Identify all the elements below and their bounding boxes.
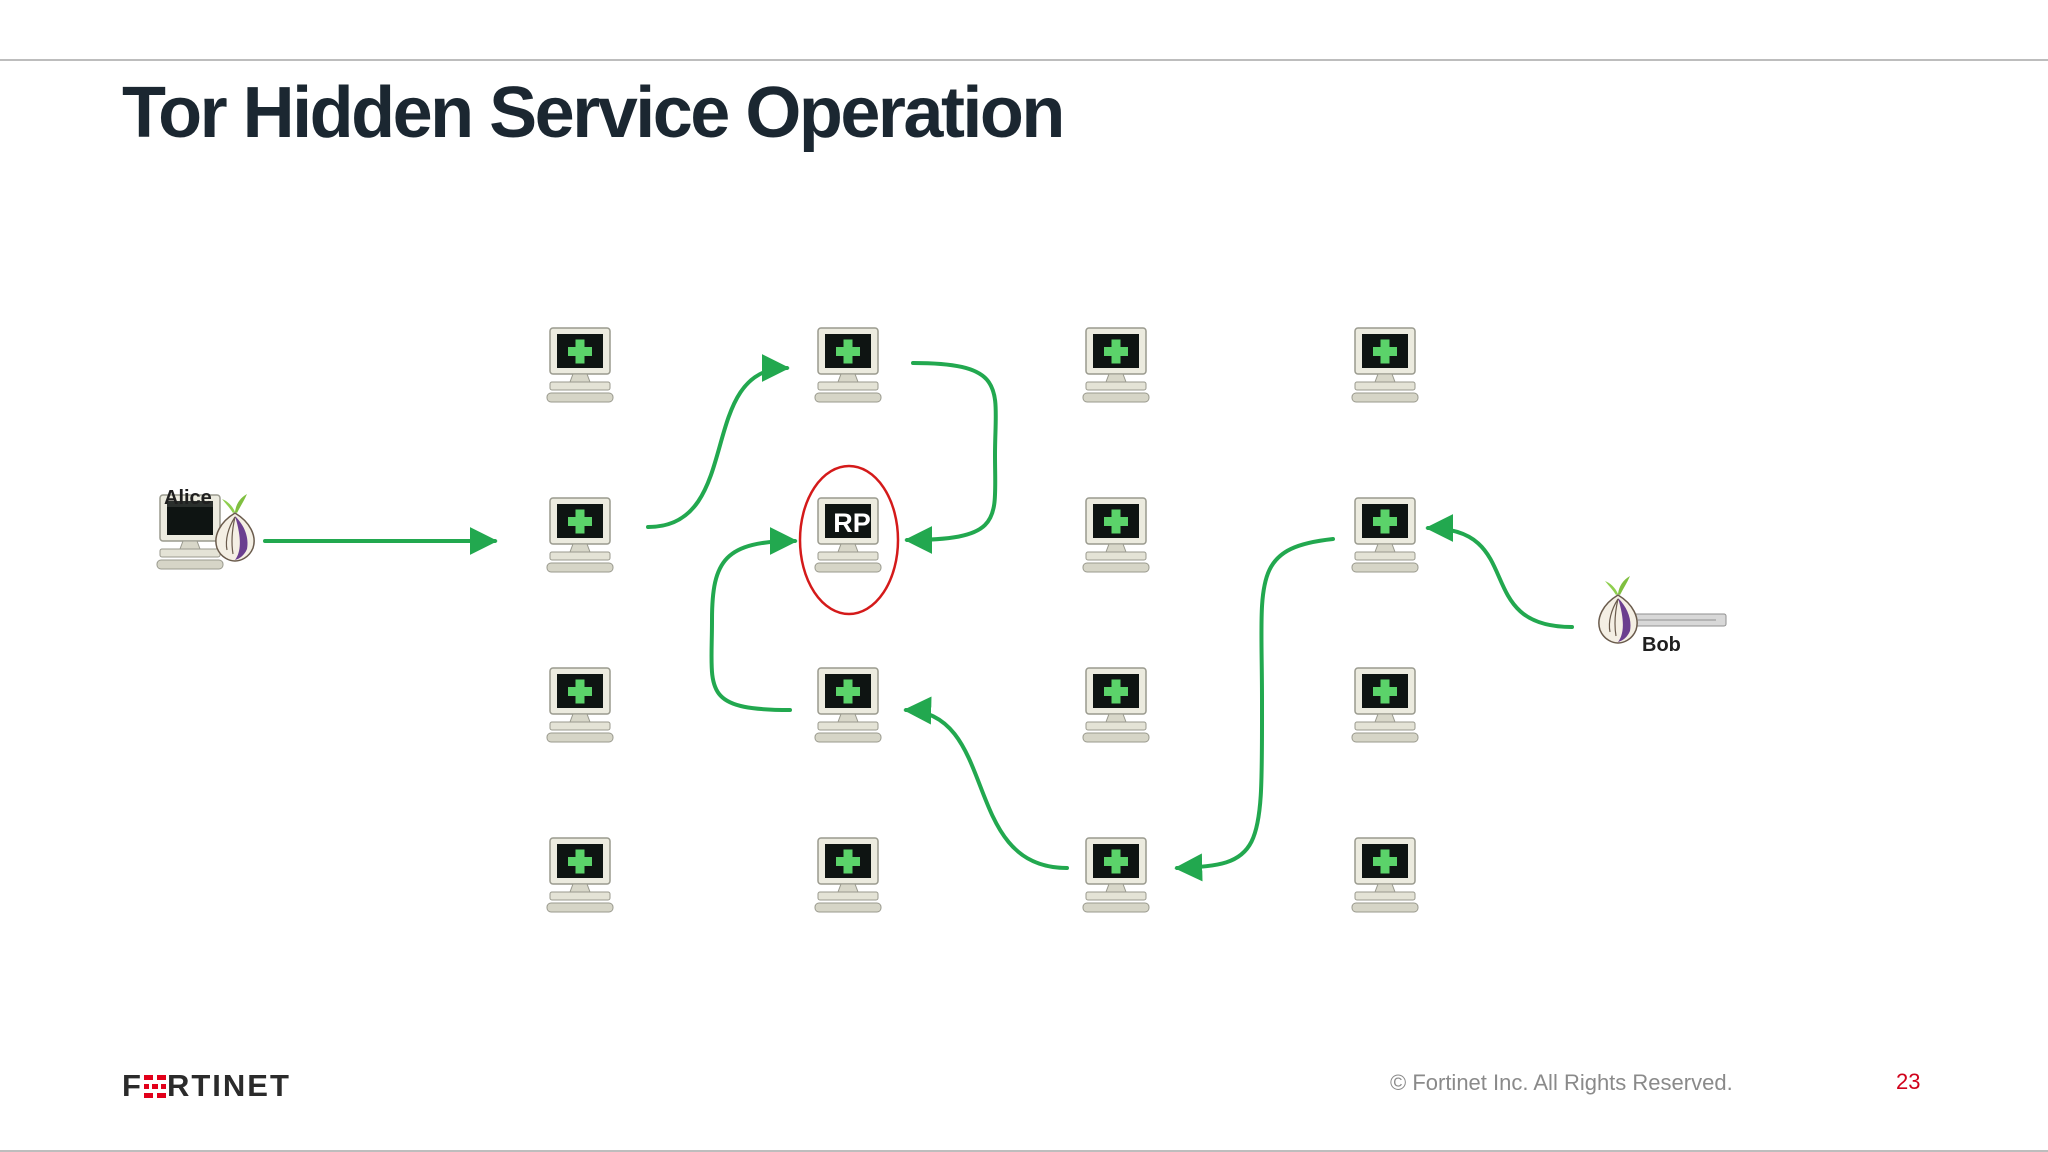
- rendezvous-point: RP: [798, 464, 900, 616]
- relay-computer-icon: [1352, 838, 1418, 912]
- relay-computer-icon: [547, 668, 613, 742]
- alice-computer: [156, 494, 224, 570]
- arrow-bob-to-relay: [1425, 514, 1574, 629]
- alice-label: Alice: [164, 487, 212, 509]
- top-divider: [0, 59, 2048, 61]
- rendezvous-computer-icon: [814, 497, 882, 573]
- bob-server: [1598, 575, 1727, 644]
- relay-computer-icon: [815, 328, 881, 402]
- relay-computer-icon: [1352, 668, 1418, 742]
- logo-mark-icon: [143, 1075, 166, 1098]
- relay-computer-icon: [1083, 328, 1149, 402]
- arrow-relay-to-lower-relay: [1174, 537, 1335, 882]
- circuit-arrows: [263, 354, 1574, 882]
- rendezvous-circle: [798, 464, 900, 616]
- arrow-entry-to-middle: [646, 354, 790, 529]
- bob-label: Bob: [1642, 634, 1681, 656]
- relay-computer-icon: [547, 328, 613, 402]
- relay-computer-icon: [1352, 328, 1418, 402]
- relay-computer-icon: [547, 498, 613, 572]
- bottom-divider: [0, 1150, 2048, 1152]
- arrow-middle-to-rendezvous: [904, 361, 998, 554]
- bob-tor-onion-icon: [1598, 575, 1638, 644]
- alice-tor-onion-icon: [215, 493, 255, 562]
- arrow-lower-relay-to-relay: [903, 696, 1069, 870]
- relay-computer-icon: [547, 838, 613, 912]
- relay-grid: [547, 328, 1418, 912]
- page-number: 23: [1896, 1069, 1921, 1094]
- slide-title: Tor Hidden Service Operation: [122, 73, 1065, 153]
- arrow-relay-to-rendezvous: [709, 527, 798, 712]
- rendezvous-label: RP: [833, 508, 871, 538]
- relay-computer-icon: [1083, 838, 1149, 912]
- relay-computer-icon: [1352, 498, 1418, 572]
- relay-computer-icon: [1083, 498, 1149, 572]
- relay-computer-icon: [815, 668, 881, 742]
- copyright-notice: © Fortinet Inc. All Rights Reserved.: [1390, 1070, 1733, 1095]
- relay-computer-icon: [1083, 668, 1149, 742]
- relay-computer-icon: [815, 838, 881, 912]
